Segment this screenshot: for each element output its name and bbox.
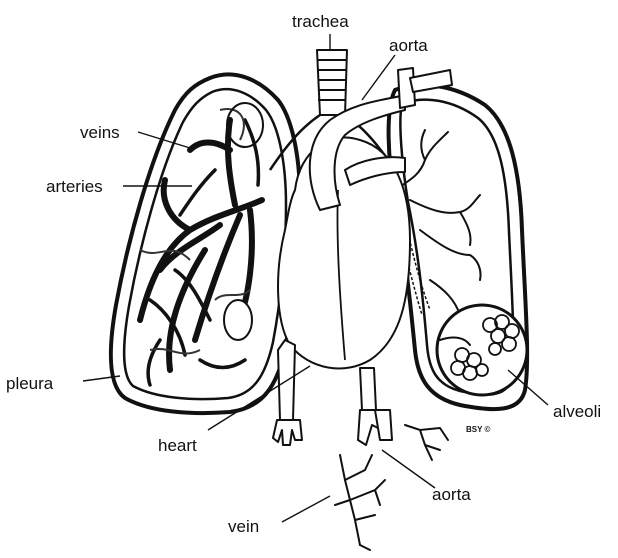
label-alveoli: alveoli bbox=[553, 402, 601, 421]
alveoli-inset bbox=[437, 305, 527, 395]
label-aorta-bottom: aorta bbox=[432, 485, 471, 504]
label-heart: heart bbox=[158, 436, 197, 455]
artist-signature: BSY © bbox=[466, 425, 491, 434]
label-trachea: trachea bbox=[292, 12, 349, 31]
label-veins: veins bbox=[80, 123, 120, 142]
aorta-top-leader bbox=[362, 55, 395, 100]
label-arteries: arteries bbox=[46, 177, 103, 196]
label-aorta-top: aorta bbox=[389, 36, 428, 55]
vein-leader bbox=[282, 496, 330, 522]
label-vein: vein bbox=[228, 517, 259, 536]
aorta-bottom-leader bbox=[382, 450, 435, 488]
label-pleura: pleura bbox=[6, 374, 54, 393]
left-lung bbox=[111, 74, 300, 413]
